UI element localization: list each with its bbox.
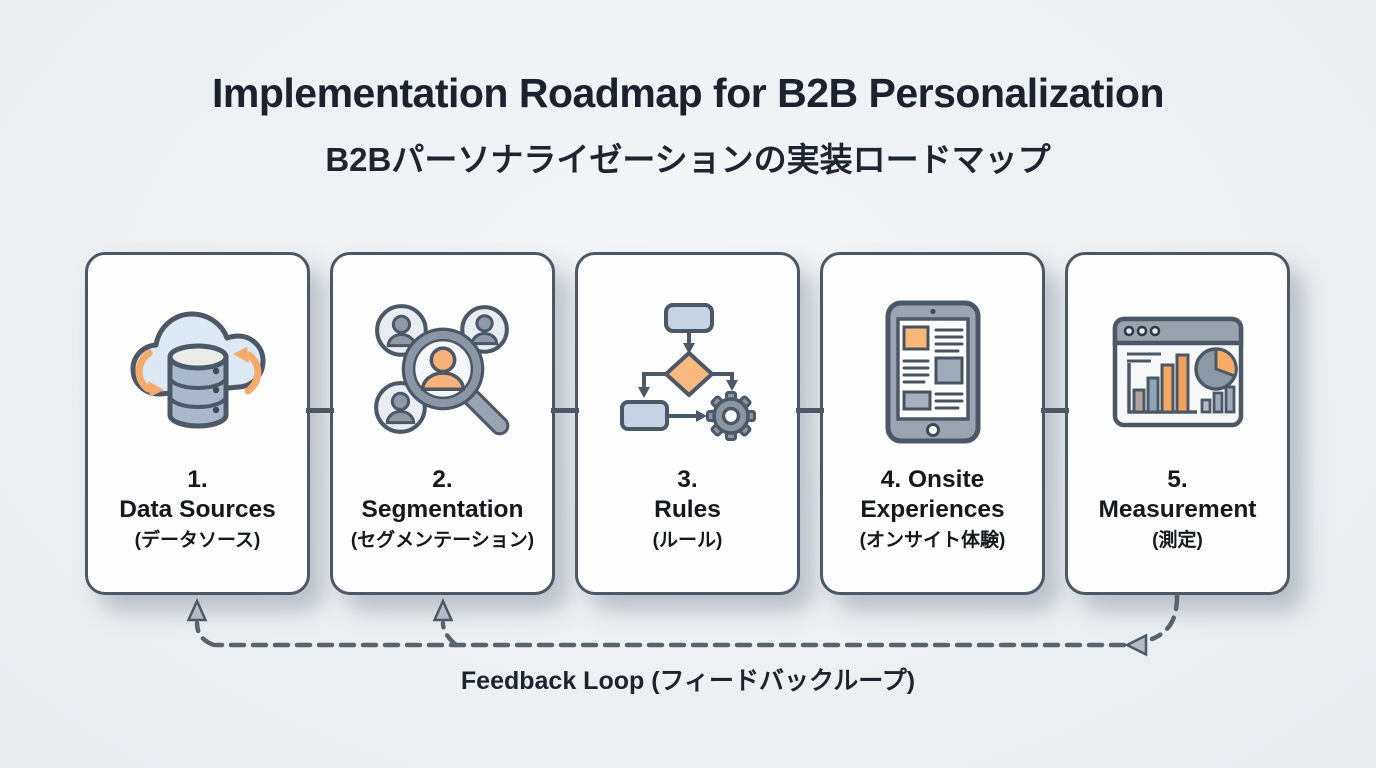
step-title-japanese: (オンサイト体験): [859, 529, 1006, 551]
tablet-content-icon: [858, 293, 1008, 451]
up-arrowhead-icon: [186, 597, 208, 622]
header: Implementation Roadmap for B2B Personali…: [0, 70, 1376, 181]
step-title-japanese: (データソース): [134, 529, 261, 551]
step-title-japanese: (ルール): [652, 529, 723, 551]
step-title: Measurement: [1098, 495, 1257, 523]
step-number: 3.: [677, 466, 698, 493]
card-connector-line: [1041, 408, 1069, 413]
step-title: Rules: [654, 495, 721, 523]
flowchart-gear-icon: [613, 293, 763, 451]
step-title-japanese: (セグメンテーション): [350, 529, 535, 551]
step-label-2: 2. Segmentation (セグメンテーション): [351, 465, 534, 552]
step-number: 1.: [187, 466, 208, 493]
step-number: 2.: [432, 466, 453, 493]
step-card-measurement: 5. Measurement (測定): [1065, 252, 1290, 595]
up-arrowhead-icon: [432, 597, 454, 622]
step-card-rules: 3. Rules (ルール): [575, 252, 800, 595]
cloud-database-icon: [122, 293, 274, 451]
step-number: 4. Onsite: [880, 466, 985, 493]
analytics-dashboard-icon: [1100, 293, 1256, 451]
card-connector-line: [796, 408, 824, 413]
step-title: Experiences: [860, 495, 1005, 523]
step-title: Segmentation: [361, 495, 524, 523]
step-number: 5.: [1167, 466, 1188, 493]
step-card-onsite-experiences: 4. Onsite Experiences (オンサイト体験): [820, 252, 1045, 595]
step-label-1: 1. Data Sources (データソース): [119, 465, 276, 552]
step-label-4: 4. Onsite Experiences (オンサイト体験): [860, 465, 1006, 552]
card-connector-line: [551, 408, 579, 413]
left-arrowhead-icon: [1124, 633, 1148, 657]
step-title-japanese: (測定): [1152, 529, 1203, 551]
card-connector-line: [306, 408, 334, 413]
page-title: Implementation Roadmap for B2B Personali…: [211, 70, 1165, 116]
page-subtitle-japanese: B2Bパーソナライゼーションの実装ロードマップ: [325, 141, 1051, 178]
audience-magnifier-icon: [364, 293, 522, 451]
step-label-3: 3. Rules (ルール): [653, 465, 723, 552]
roadmap-steps: 1. Data Sources (データソース): [85, 252, 1290, 595]
step-card-segmentation: 2. Segmentation (セグメンテーション): [330, 252, 555, 595]
step-title: Data Sources: [119, 495, 276, 523]
step-label-5: 5. Measurement (測定): [1099, 465, 1257, 552]
step-card-data-sources: 1. Data Sources (データソース): [85, 252, 310, 595]
feedback-loop-dashed-arrow: [186, 593, 1180, 657]
feedback-loop-label: Feedback Loop (フィードバックループ): [460, 667, 916, 695]
